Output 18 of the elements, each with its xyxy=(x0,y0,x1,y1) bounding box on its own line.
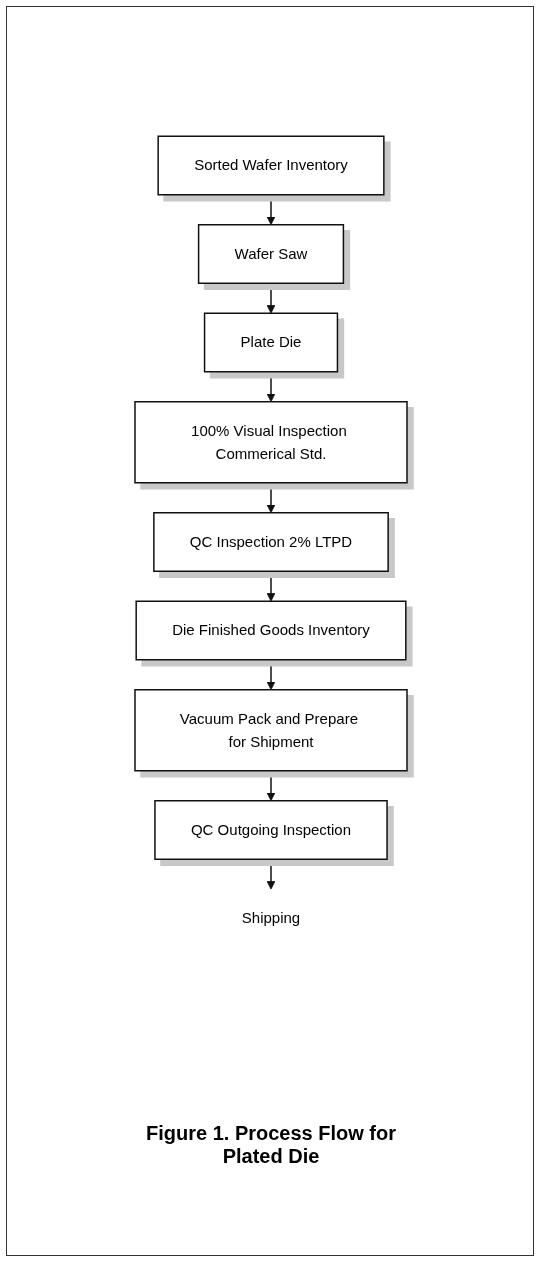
figure-caption: Figure 1. Process Flow for Plated Die xyxy=(144,1122,398,1168)
arrow xyxy=(266,482,276,514)
node-box: QC Outgoing Inspection xyxy=(154,800,388,860)
node-box: QC Inspection 2% LTPD xyxy=(153,512,389,572)
node-box: Wafer Saw xyxy=(197,224,345,284)
arrow xyxy=(266,282,276,314)
node-box: 100% Visual Inspection Commerical Std. xyxy=(134,401,408,484)
arrow xyxy=(266,570,276,602)
arrow xyxy=(266,770,276,802)
node-box: Plate Die xyxy=(203,312,339,373)
arrow xyxy=(266,194,276,226)
node-text: Shipping xyxy=(241,909,301,927)
arrow xyxy=(266,858,276,890)
arrow xyxy=(266,659,276,691)
arrow xyxy=(266,371,276,403)
node-box: Sorted Wafer Inventory xyxy=(157,135,385,196)
node-box: Die Finished Goods Inventory xyxy=(135,600,407,661)
node-box: Vacuum Pack and Prepare for Shipment xyxy=(134,689,408,772)
